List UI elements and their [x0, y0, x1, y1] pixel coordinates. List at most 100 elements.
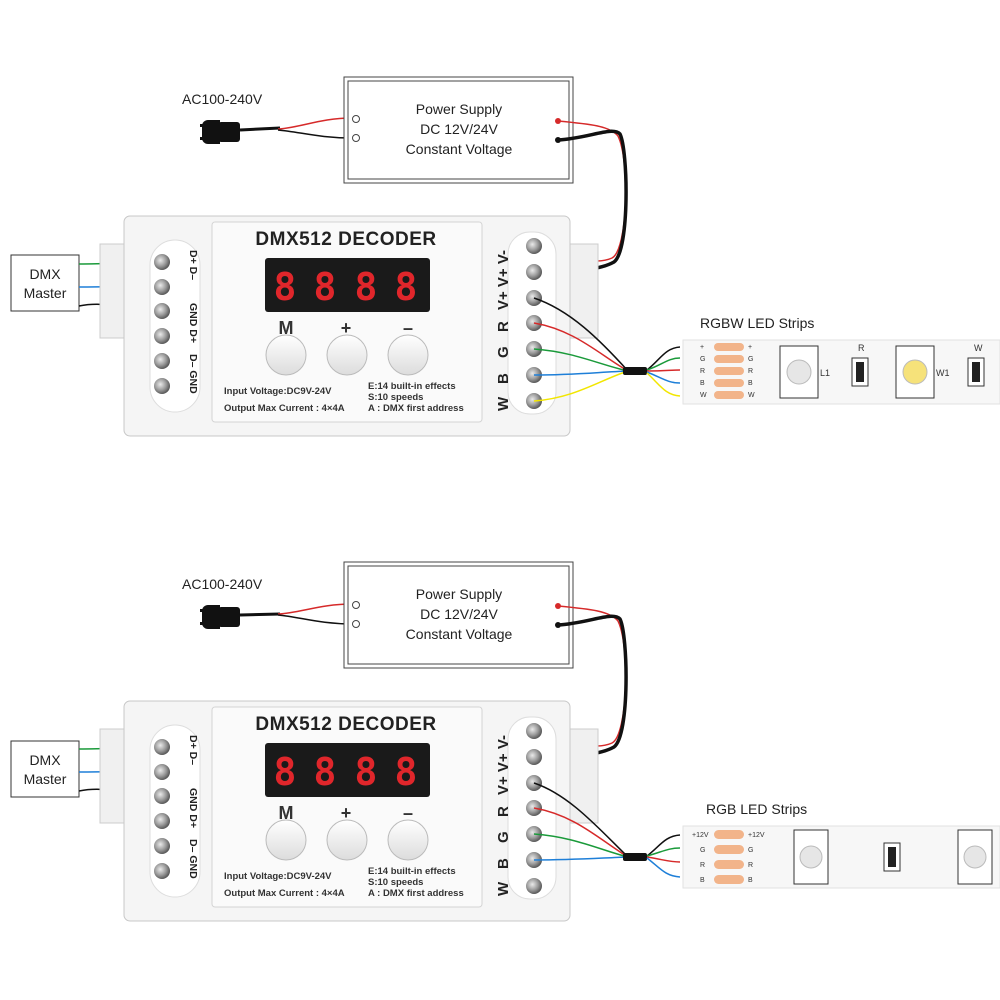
pad-label: + [700, 344, 704, 351]
solder-pad [714, 845, 744, 854]
led-chip-icon [779, 345, 819, 399]
display-digit: 8 [274, 750, 297, 794]
right-pin-label-r: R [495, 806, 512, 817]
display-digit: 8 [355, 265, 378, 309]
left-pin-labels-2: GND D+ [187, 303, 199, 343]
button-m[interactable] [265, 334, 307, 376]
pad-label: +12V [748, 832, 765, 839]
screw-icon [154, 303, 170, 319]
psu-title: Power Supply [416, 101, 502, 117]
solder-pad [714, 367, 744, 375]
psu-terminal-icon [352, 134, 360, 142]
spec-output-current: Output Max Current : 4×4A [224, 403, 345, 414]
ac-plug-icon [200, 120, 281, 144]
screw-icon [526, 264, 542, 280]
dmx-decoder: DMX512 DECODER 8 8 8 8 M + – Input Volta… [99, 215, 599, 437]
screw-icon [154, 353, 170, 369]
display-digit: 8 [314, 265, 337, 309]
left-pin-labels-3: D– GND [187, 354, 199, 394]
decoder-title: DMX512 DECODER [255, 714, 436, 735]
spec-output-current: Output Max Current : 4×4A [224, 888, 345, 899]
spec-speeds: S:10 speeds [368, 877, 423, 888]
wire-connector [623, 853, 647, 861]
screw-icon [154, 838, 170, 854]
pad-label: W [748, 392, 755, 399]
dmx-master: DMX Master [10, 254, 80, 312]
ac-label: AC100-240V [182, 91, 263, 107]
psu-voltage: DC 12V/24V [420, 121, 498, 137]
psu-terminal-icon [352, 601, 360, 609]
button-plus-label: + [341, 803, 352, 823]
button-minus[interactable] [387, 334, 429, 376]
screw-icon [154, 788, 170, 804]
panel-rgb: AC100-240V Power Supply DC 12V/24V Const… [10, 561, 1000, 922]
led-chip-icon [963, 845, 987, 869]
display-digit: 8 [395, 265, 418, 309]
screw-icon [154, 279, 170, 295]
button-m[interactable] [265, 819, 307, 861]
screw-icon [154, 378, 170, 394]
screw-icon [154, 863, 170, 879]
chip-label: R [858, 343, 865, 353]
decoder-title: DMX512 DECODER [255, 229, 436, 250]
solder-pad [714, 379, 744, 387]
ac-label: AC100-240V [182, 576, 263, 592]
strip-title: RGB LED Strips [706, 801, 807, 817]
psu-voltage: DC 12V/24V [420, 606, 498, 622]
pad-label: +12V [692, 832, 709, 839]
chip-label: W [974, 343, 983, 353]
strip-title: RGBW LED Strips [700, 315, 814, 331]
pad-label: G [700, 847, 705, 854]
button-minus[interactable] [387, 819, 429, 861]
button-plus[interactable] [326, 334, 368, 376]
spec-input-voltage: Input Voltage:DC9V-24V [224, 871, 332, 882]
button-m-label: M [279, 803, 294, 823]
spec-speeds: S:10 speeds [368, 392, 423, 403]
rgbw-led-strip: + G R B W + G R B W L1 R W1 W [682, 339, 1000, 405]
spec-first-address: A : DMX first address [368, 888, 464, 899]
resistor-icon [972, 362, 980, 382]
right-pin-label-g: G [495, 346, 512, 358]
screw-icon [526, 749, 542, 765]
button-m-label: M [279, 318, 294, 338]
button-minus-label: – [403, 803, 413, 823]
led-chip-icon [799, 845, 823, 869]
pad-label: W [700, 392, 707, 399]
screw-icon [154, 764, 170, 780]
chip-label: L1 [820, 368, 830, 378]
resistor-icon [888, 847, 896, 867]
pad-label: R [700, 368, 705, 375]
led-display [265, 258, 430, 312]
solder-pad [714, 343, 744, 351]
pad-label: G [748, 356, 753, 363]
pad-label: B [700, 380, 705, 387]
display-digit: 8 [395, 750, 418, 794]
psu-mode: Constant Voltage [406, 626, 513, 642]
screw-icon [526, 238, 542, 254]
psu-title: Power Supply [416, 586, 502, 602]
right-pin-label-w: W [495, 881, 512, 896]
left-pin-labels-3: D– GND [187, 839, 199, 879]
right-pin-label-b: B [495, 858, 512, 869]
left-terminal-block [154, 254, 170, 394]
pad-label: + [748, 344, 752, 351]
psu-terminal-icon [352, 620, 360, 628]
led-display [265, 743, 430, 797]
solder-pad [714, 860, 744, 869]
resistor-icon [856, 362, 864, 382]
dmx-label-1: DMX [29, 266, 61, 282]
left-pin-labels-1: D+ D– [187, 735, 199, 765]
pad-label: G [700, 356, 705, 363]
spec-effects: E:14 built-in effects [368, 866, 456, 877]
dmx-label-2: Master [24, 771, 67, 787]
button-minus-label: – [403, 318, 413, 338]
screw-icon [154, 813, 170, 829]
screw-icon [526, 723, 542, 739]
button-plus[interactable] [326, 819, 368, 861]
right-pin-label-w: W [495, 396, 512, 411]
left-terminal-block [154, 739, 170, 879]
wire-connector [623, 367, 647, 375]
right-terminal-block [526, 723, 542, 894]
ac-plug-icon [200, 605, 281, 629]
